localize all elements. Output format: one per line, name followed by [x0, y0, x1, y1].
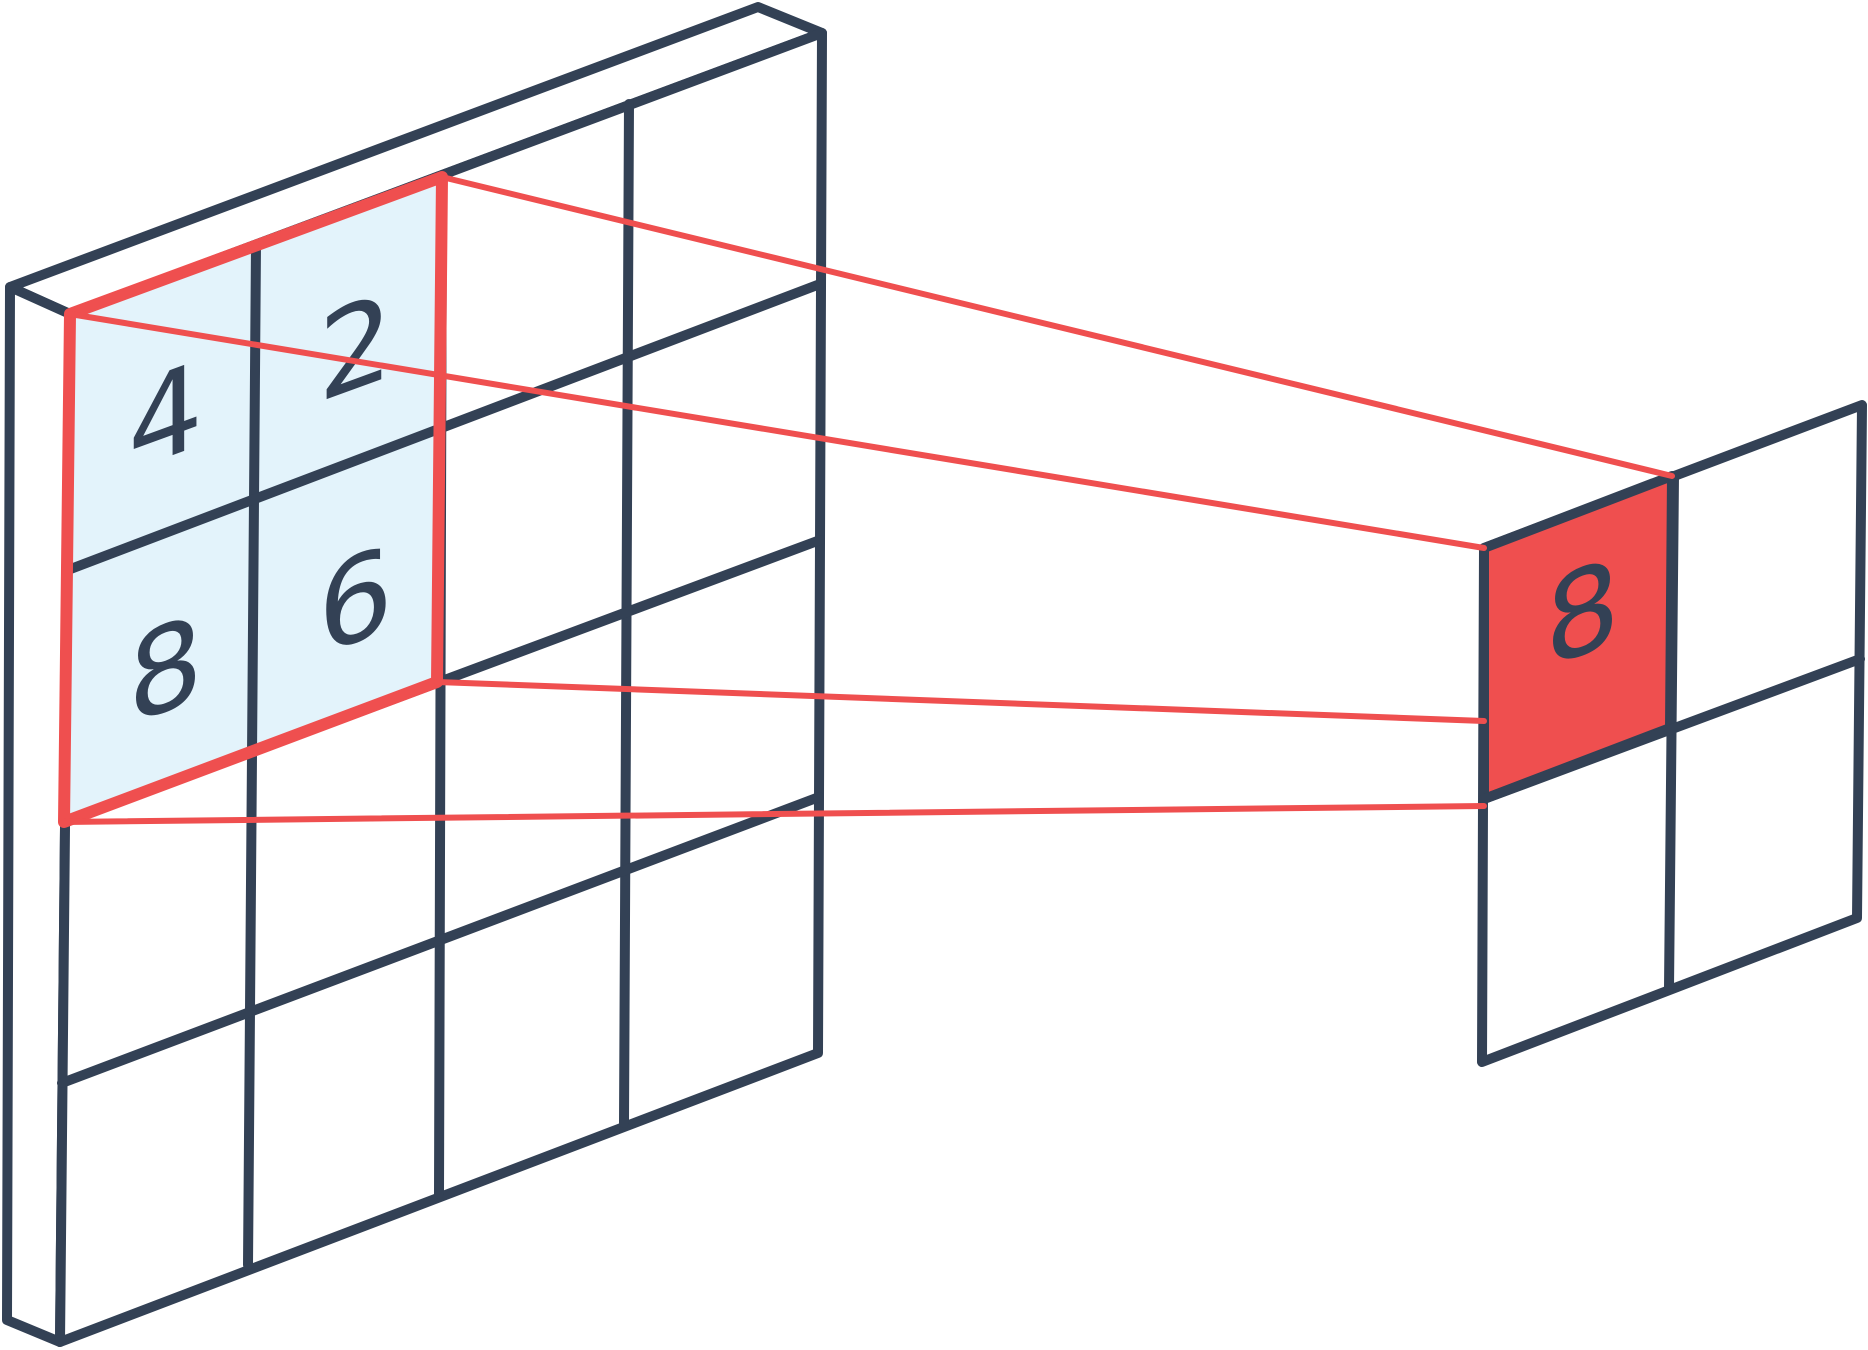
input-window-values: 4 2 8 6 [128, 266, 393, 753]
input-cell-value-r2c2: 6 [318, 519, 393, 684]
projection-lines [61, 174, 1675, 825]
input-cell-value-r1c2: 2 [318, 266, 393, 431]
projection-line-bottom-right [434, 679, 1487, 724]
output-cell-value: 8 [1545, 531, 1620, 696]
projection-line-bottom-left [61, 803, 1487, 825]
input-cell-value-r2c1: 8 [128, 588, 203, 753]
input-cell-value-r1c1: 4 [128, 335, 203, 500]
output-grid-row-line [1479, 654, 1865, 804]
input-grid-row-line-3 [57, 792, 824, 1088]
output-grid-lines [1479, 471, 1865, 993]
projection-line-top-right [439, 174, 1675, 479]
projection-line-top-left [67, 311, 1487, 551]
